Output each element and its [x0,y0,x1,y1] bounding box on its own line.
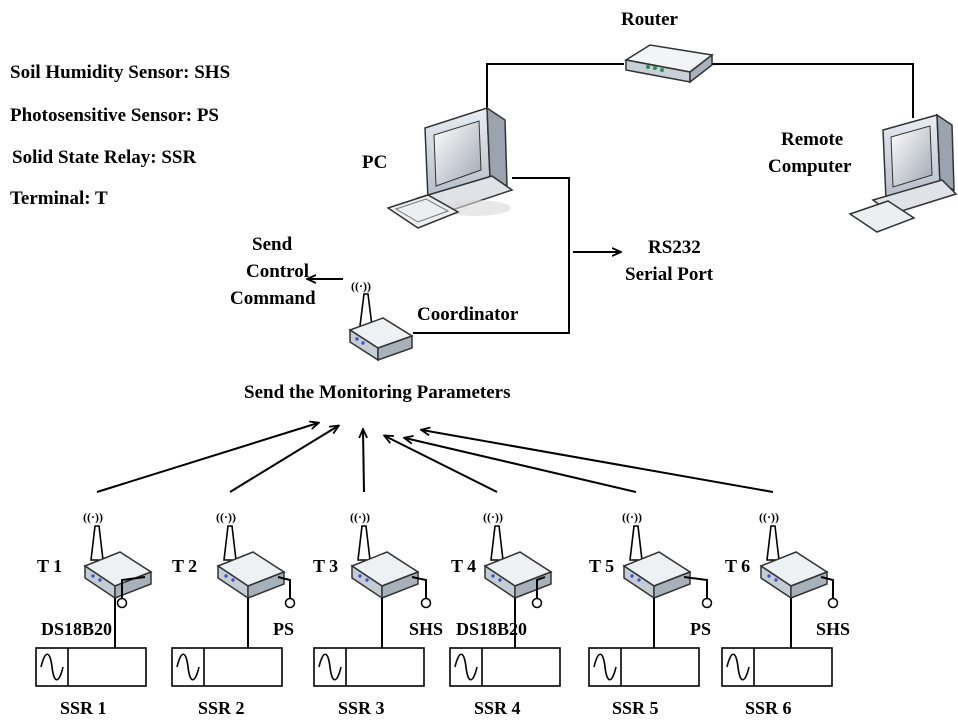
monitoring-arrows [96,423,774,493]
monitoring-label: Send the Monitoring Parameters [244,382,510,403]
sensor-wire [277,576,291,598]
legend-ps: Photosensitive Sensor: PS [10,105,219,126]
sensor-probe-icon [116,597,128,609]
sensor-wire [536,576,546,598]
sensor-label: PS [273,619,294,639]
ac-wave-icon [726,653,750,681]
rs232-label-2: Serial Port [625,264,714,285]
antenna-signal-icon: ((·)) [483,510,503,524]
rs232-label-1: RS232 [648,237,701,258]
router-label: Router [621,9,679,30]
ssr-box [35,647,147,687]
router-remote-wire [712,63,914,118]
send-cmd-label-1: Send [252,234,293,255]
sensor-wire [411,576,427,598]
monitoring-arrow-6 [422,430,774,493]
pc-label: PC [362,152,387,173]
coordinator-antenna-signal: ((·)) [351,279,371,293]
ssr-label: SSR 2 [198,698,245,718]
legend-terminal: Terminal: T [10,188,108,209]
ssr-label: SSR 1 [60,698,107,718]
monitoring-arrow-1 [96,423,318,493]
terminal-name: T 6 [725,556,750,576]
ac-wave-icon [593,653,617,681]
sensor-probe-icon [420,597,432,609]
antenna-signal-icon: ((·)) [216,510,236,524]
terminal-device-icon [622,551,692,600]
pc-icon [386,106,514,229]
sensor-probe-icon [284,597,296,609]
sensor-wire [683,576,708,598]
monitoring-arrow-2 [229,426,338,493]
coordinator-icon: ((·)) [348,279,414,362]
send-cmd-label-3: Command [230,288,316,309]
terminal-name: T 2 [172,556,197,576]
sensor-label: PS [690,619,711,639]
sensor-probe-icon [827,597,839,609]
terminal-5: ((·)) T 5 PS SSR 5 [588,510,713,718]
ac-wave-icon [40,653,64,681]
ac-wave-icon [454,653,478,681]
antenna-icon [490,525,504,561]
remote-label-2: Computer [768,156,852,177]
terminal-name: T 5 [589,556,614,576]
antenna-icon [357,525,371,561]
ssr-box [171,647,283,687]
antenna-icon [766,525,780,561]
ssr-label: SSR 4 [474,698,521,718]
terminal-3: ((·)) T 3 SHS SSR 3 [313,510,443,718]
sensor-wire [121,576,146,598]
ac-wave-icon [176,653,200,681]
antenna-icon [223,525,237,561]
terminal-name: T 1 [37,556,62,576]
terminal-name: T 4 [451,556,476,576]
ssr-box [721,647,833,687]
sensor-label: DS18B20 [41,619,112,639]
terminal-2: ((·)) T 2 PS SSR 2 [171,510,296,718]
ac-wave-icon [318,653,342,681]
sensor-label: DS18B20 [456,619,527,639]
terminal-6: ((·)) T 6 SHS SSR 6 [721,510,850,718]
remote-label-1: Remote [781,129,843,150]
terminal-name: T 3 [313,556,338,576]
remote-computer-icon [848,113,958,233]
ssr-label: SSR 3 [338,698,385,718]
sensor-label: SHS [409,619,443,639]
antenna-signal-icon: ((·)) [350,510,370,524]
sensor-probe-icon [701,597,713,609]
monitoring-arrow-3 [363,430,364,493]
monitoring-arrow-5 [405,438,637,493]
terminal-device-icon [759,551,829,600]
sensor-label: SHS [816,619,850,639]
coordinator-pc-wire [413,177,570,334]
antenna-signal-icon: ((·)) [759,510,779,524]
antenna-signal-icon: ((·)) [622,510,642,524]
sensor-wire [820,576,834,598]
antenna-icon [90,525,104,561]
coordinator-label: Coordinator [417,304,519,325]
router-icon [623,44,714,84]
ssr-label: SSR 5 [612,698,659,718]
ssr-label: SSR 6 [745,698,792,718]
pc-router-wire [486,63,624,130]
legend-ssr: Solid State Relay: SSR [12,147,196,168]
ssr-box [449,647,561,687]
send-cmd-label-2: Control [246,261,309,282]
sensor-probe-icon [531,597,543,609]
terminal-device-icon [350,551,420,600]
ssr-box [588,647,700,687]
ssr-box [313,647,425,687]
antenna-signal-icon: ((·)) [83,510,103,524]
legend-shs: Soil Humidity Sensor: SHS [10,62,230,83]
monitoring-arrow-4 [385,436,498,493]
antenna-icon [629,525,643,561]
terminal-device-icon [216,551,286,600]
